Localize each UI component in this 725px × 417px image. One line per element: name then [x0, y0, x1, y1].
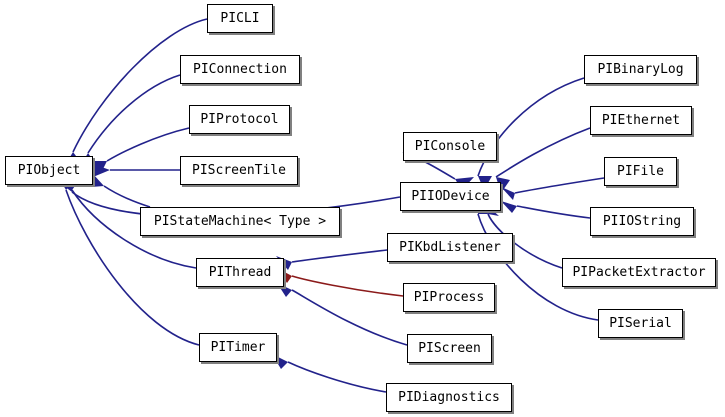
node-label: PISerial [609, 316, 672, 331]
node-label: PIPacketExtractor [572, 265, 706, 280]
node-label: PIScreenTile [192, 163, 286, 178]
node-piconsole[interactable]: PIConsole [403, 132, 497, 161]
node-label: PICLI [220, 11, 260, 26]
edge-piscreen-to-pithread [277, 283, 408, 346]
node-label: PIEthernet [601, 113, 681, 128]
node-label: PIFile [617, 164, 664, 179]
node-pifile[interactable]: PIFile [604, 157, 677, 186]
node-label: PIKbdListener [399, 240, 501, 255]
node-piobject[interactable]: PIObject [5, 156, 93, 185]
edge-piethernet-to-piiodevice [495, 127, 591, 193]
edge-picli-to-piobject [64, 18, 208, 167]
node-piserial[interactable]: PISerial [598, 309, 683, 338]
node-label: PIConsole [414, 139, 486, 154]
edge-pistatemachine-to-piobject [91, 174, 151, 208]
node-label: PIIODevice [411, 189, 490, 204]
node-pithread[interactable]: PIThread [196, 258, 284, 287]
node-piconnection[interactable]: PIConnection [180, 55, 300, 84]
node-piiostring[interactable]: PIIOString [590, 207, 694, 236]
node-piethernet[interactable]: PIEthernet [590, 106, 692, 135]
node-piscreentile[interactable]: PIScreenTile [180, 156, 298, 185]
node-label: PIThread [208, 265, 272, 280]
edge-pifile-to-piiodevice [501, 177, 605, 200]
node-pidiagnostics[interactable]: PIDiagnostics [386, 383, 512, 412]
edge-piconnection-to-piobject [79, 74, 181, 168]
node-label: PIScreen [418, 341, 481, 356]
node-label: PIConnection [193, 62, 287, 77]
node-pibinarylog[interactable]: PIBinaryLog [584, 55, 697, 84]
node-label: PIObject [17, 163, 81, 178]
node-pitimer[interactable]: PITimer [199, 333, 277, 362]
node-pipacketextractor[interactable]: PIPacketExtractor [562, 258, 716, 287]
node-label: PIIOString [602, 214, 682, 229]
edge-piprotocol-to-piobject [90, 127, 190, 173]
node-piscreen[interactable]: PIScreen [407, 334, 492, 363]
node-label: PIBinaryLog [597, 62, 684, 77]
node-label: PIDiagnostics [398, 390, 500, 405]
node-piiodevice[interactable]: PIIODevice [400, 182, 501, 211]
node-pikbdlistener[interactable]: PIKbdListener [387, 233, 513, 262]
edge-piscreentile-to-piobject [93, 164, 180, 177]
node-label: PIProtocol [200, 112, 279, 127]
edge-pikbdlistener-to-pithread [276, 249, 388, 270]
node-pistatemachine[interactable]: PIStateMachine< Type > [140, 207, 340, 236]
node-piprocess[interactable]: PIProcess [403, 283, 495, 312]
node-piprotocol[interactable]: PIProtocol [189, 105, 290, 134]
node-picli[interactable]: PICLI [207, 4, 273, 33]
node-label: PITimer [210, 340, 266, 355]
node-label: PIProcess [413, 290, 485, 305]
edge-pidiagnostics-to-pitimer [272, 354, 387, 393]
edge-piiostring-to-piiodevice [501, 201, 591, 219]
edge-pitimer-to-piobject [58, 176, 200, 346]
node-label: PIStateMachine< Type > [153, 214, 327, 229]
